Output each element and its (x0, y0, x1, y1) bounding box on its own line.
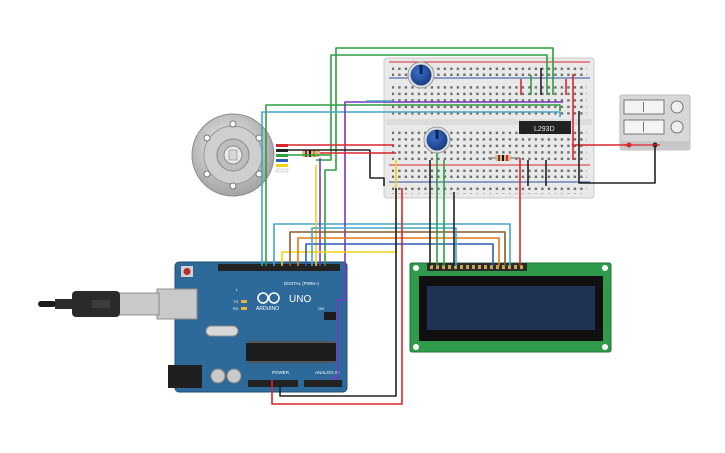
lcd-pin (520, 265, 523, 269)
lcd-pin-header (427, 263, 527, 271)
wire-brown (289, 231, 506, 266)
wire-purple (330, 101, 563, 379)
lcd-16x2 (409, 262, 612, 353)
lcd-pin (472, 265, 475, 269)
arduino-model: UNO (289, 294, 311, 305)
wire-yellow (281, 160, 397, 266)
on-label: ON (318, 306, 324, 311)
arduino-uno: UNO ARDUINO DIGITAL (PWM~) POWER ANALOG … (156, 261, 348, 393)
lcd-pin (466, 265, 469, 269)
wire-red (271, 188, 403, 405)
lcd-pin (454, 265, 457, 269)
resistor-lcd (488, 155, 520, 161)
lcd-pin (442, 265, 445, 269)
wire-cyan (261, 111, 561, 266)
lcd-pin (478, 265, 481, 269)
dc-motor (191, 113, 289, 197)
potentiometer-top[interactable] (407, 61, 435, 89)
wire-cyan (273, 223, 511, 266)
analog-header-label: ANALOG IN (315, 370, 340, 375)
wire-orange (297, 237, 500, 266)
lcd-pin (448, 265, 451, 269)
lcd-pin (490, 265, 493, 269)
wire-black (578, 111, 656, 184)
usb-cable (38, 291, 160, 317)
power-header-label: POWER (272, 370, 290, 375)
wire-black (288, 149, 385, 186)
chip-label: L293D (534, 126, 555, 133)
wire-black (279, 188, 397, 397)
l-label: L (236, 287, 239, 292)
tx-label: TX (233, 299, 238, 304)
wire-green (316, 54, 548, 161)
lcd-pin (496, 265, 499, 269)
potentiometer-bottom[interactable] (423, 126, 451, 154)
lcd-pin (436, 265, 439, 269)
resistor-motor (302, 150, 320, 157)
wire-blue (305, 243, 494, 266)
lcd-pin (484, 265, 487, 269)
lcd-pin (502, 265, 505, 269)
wire-green (324, 47, 554, 266)
wires (261, 47, 660, 405)
wire-cyan (311, 227, 457, 266)
l293d-chip: L293D (519, 121, 571, 134)
arduino-brand: ARDUINO (256, 306, 279, 312)
rx-label: RX (233, 306, 239, 311)
digital-header-label: DIGITAL (PWM~) (284, 281, 319, 286)
arduino-logo (257, 292, 280, 304)
lcd-pin (460, 265, 463, 269)
power-supply (619, 94, 691, 151)
lcd-pin (430, 265, 433, 269)
lcd-pin (508, 265, 511, 269)
lcd-pin (514, 265, 517, 269)
wire-green (265, 104, 561, 266)
